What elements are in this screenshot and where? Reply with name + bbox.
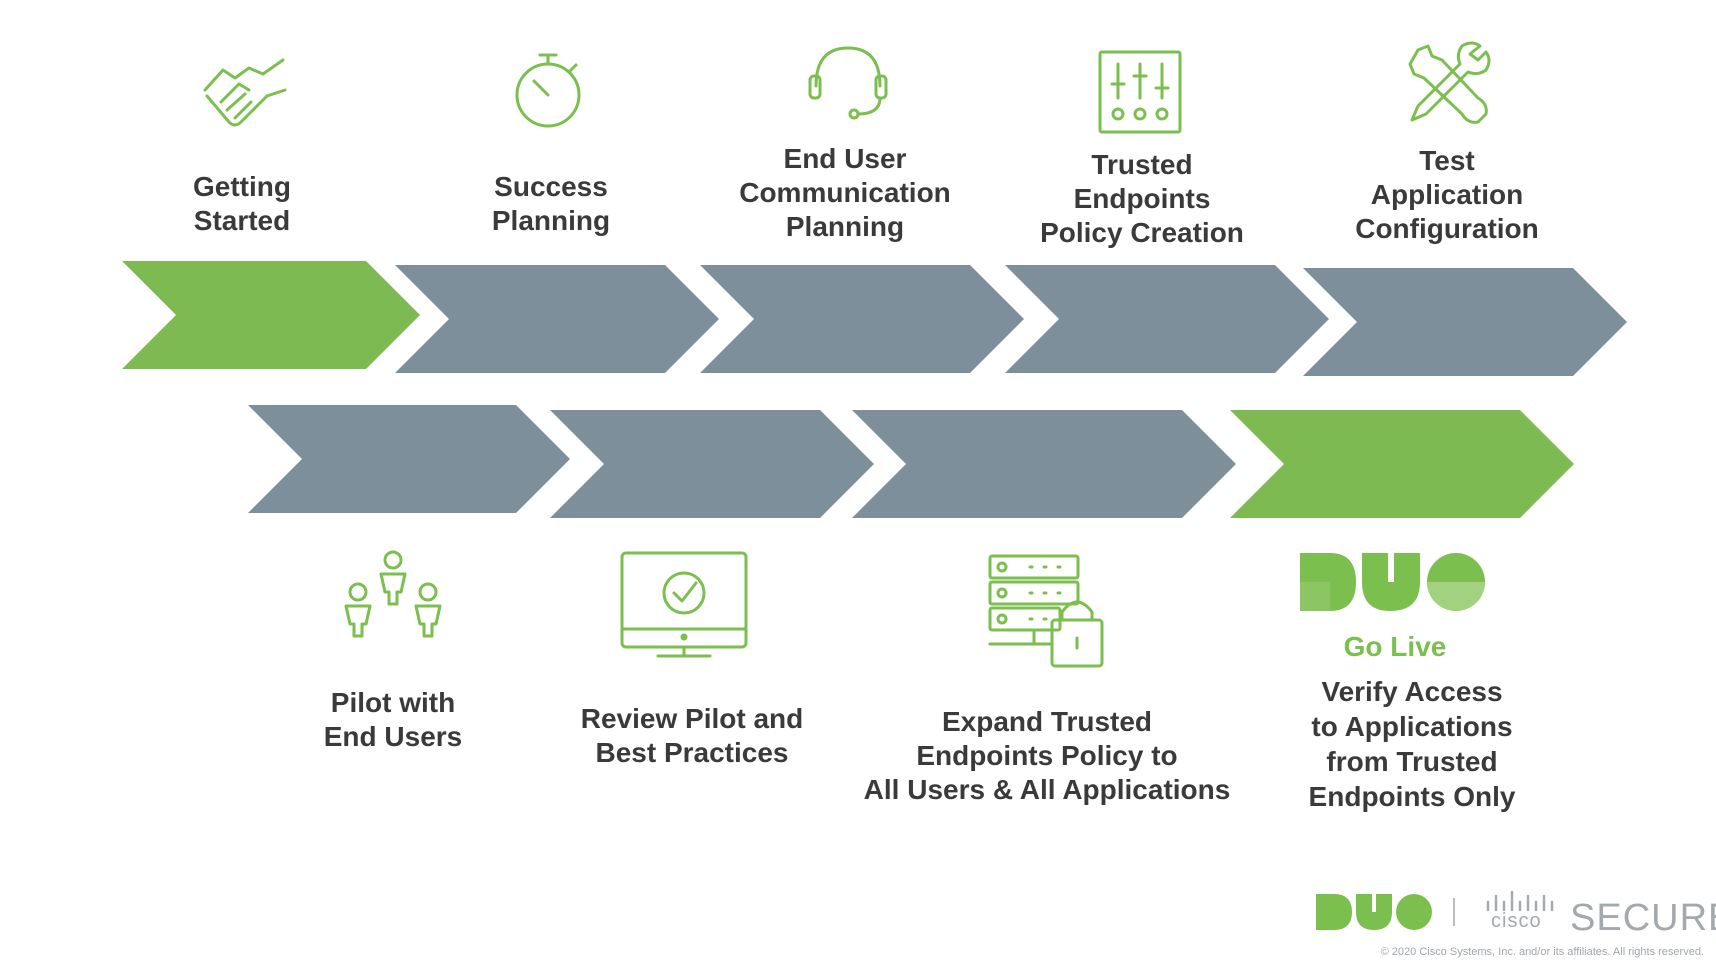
arrow-bottom-4 bbox=[1230, 410, 1574, 518]
arrow-top-5 bbox=[1303, 268, 1627, 376]
step-trusted-endpoints-policy-label: Trusted Endpoints Policy Creation bbox=[1040, 149, 1244, 248]
cisco-bars-icon bbox=[1486, 890, 1554, 912]
duo-logo bbox=[1300, 553, 1485, 611]
copyright-text: © 2020 Cisco Systems, Inc. and/or its af… bbox=[1380, 946, 1704, 958]
stopwatch-icon bbox=[515, 53, 581, 128]
arrow-top-1 bbox=[122, 261, 420, 369]
step-end-user-communication-label: End User Communication Planning bbox=[739, 143, 951, 242]
arrow-bottom-3 bbox=[852, 410, 1236, 518]
arrow-top-4 bbox=[1005, 265, 1329, 373]
server-lock-icon bbox=[988, 554, 1104, 668]
step-review-pilot-label: Review Pilot and Best Practices bbox=[580, 703, 804, 768]
sliders-icon bbox=[1098, 50, 1182, 134]
step-getting-started-label: Getting Started bbox=[193, 171, 291, 236]
secure-wordmark: SECURE bbox=[1570, 897, 1716, 939]
arrow-bottom-2 bbox=[550, 410, 874, 518]
footer-duo-logo bbox=[1316, 894, 1432, 930]
arrow-top-2 bbox=[395, 265, 719, 373]
users-group-icon bbox=[344, 550, 442, 638]
handshake-icon bbox=[203, 58, 287, 127]
top-row-arrows bbox=[122, 261, 1627, 376]
headset-icon bbox=[808, 46, 888, 120]
arrow-top-3 bbox=[700, 265, 1024, 373]
step-expand-policy-label: Expand Trusted Endpoints Policy to All U… bbox=[863, 706, 1231, 805]
go-live-heading: Go Live bbox=[1343, 631, 1447, 662]
step-verify-access-label: Verify Access to Applications from Trust… bbox=[1308, 676, 1516, 812]
cisco-wordmark: cisco bbox=[1491, 910, 1542, 932]
step-pilot-label: Pilot with End Users bbox=[323, 687, 463, 752]
monitor-check-icon bbox=[620, 551, 748, 658]
step-success-planning-label: Success Planning bbox=[491, 171, 611, 236]
tools-icon bbox=[1408, 41, 1491, 124]
step-test-application-label: Test Application Configuration bbox=[1355, 145, 1539, 244]
bottom-row-arrows bbox=[248, 405, 1574, 518]
arrow-bottom-1 bbox=[248, 405, 570, 513]
